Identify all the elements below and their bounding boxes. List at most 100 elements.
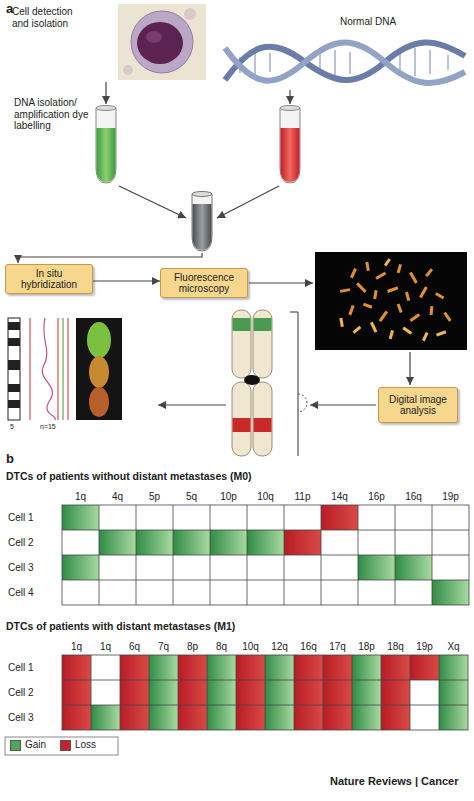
heatmap-m1	[207, 680, 236, 705]
ratio-profile	[89, 387, 109, 417]
metaphase-image	[402, 326, 412, 334]
column-header: 16q	[294, 641, 323, 653]
ratio-profile	[8, 360, 20, 370]
heatmap-m1	[352, 705, 381, 730]
legend-swatch	[10, 740, 21, 751]
heatmap-m1	[381, 680, 410, 705]
flow-arrow	[158, 404, 226, 405]
heatmap-m1	[120, 680, 149, 705]
heatmap-m1	[323, 680, 352, 705]
heatmap-m1	[149, 680, 178, 705]
dna-helix	[349, 52, 351, 74]
heatmap-m1	[178, 705, 207, 730]
chromosome-drawing	[233, 318, 251, 331]
row-label: Cell 2	[8, 537, 34, 549]
row-label: Cell 4	[8, 587, 34, 599]
metaphase-image	[370, 322, 377, 333]
process-box: In situ hybridization	[5, 264, 93, 294]
heatmap-m1	[178, 655, 207, 680]
heatmap-m1	[207, 705, 236, 730]
heatmap-m1	[352, 655, 381, 680]
heatmap-m1	[439, 655, 468, 680]
dna-helix	[399, 53, 401, 71]
ratio-profile	[87, 322, 111, 358]
credit-line: Nature Reviews | Cancer	[330, 775, 458, 788]
heatmap-m1	[410, 655, 411, 730]
cell-micrograph	[146, 31, 162, 43]
table-title: DTCs of patients without distant metasta…	[6, 470, 252, 482]
dna-helix	[429, 50, 431, 74]
heatmap-m1	[410, 655, 439, 680]
heatmap-m1	[352, 655, 353, 730]
heatmap-m1	[149, 705, 178, 730]
dna-helix	[447, 55, 449, 70]
mix-tube	[192, 192, 212, 252]
heatmap-m0	[62, 555, 99, 580]
ratio-profile	[68, 318, 69, 420]
mix-tube	[192, 194, 212, 251]
heatmap-m0	[62, 555, 469, 556]
metaphase-image	[397, 304, 403, 313]
column-header: 14q	[321, 491, 358, 503]
cell-micrograph	[118, 4, 206, 80]
heatmap-m1	[265, 655, 294, 680]
sample-tube	[96, 106, 116, 111]
heatmap-m0	[136, 505, 137, 605]
heatmap-m1	[294, 680, 323, 705]
heatmap-m1	[265, 655, 266, 730]
heatmap-m1	[265, 705, 294, 730]
dna-helix	[254, 52, 256, 74]
heatmap-m1	[91, 655, 92, 730]
box-text: Fluorescence microscopy	[165, 272, 243, 295]
heatmap-m0	[62, 580, 469, 581]
heatmap-m1	[323, 655, 352, 680]
column-header: 7q	[149, 641, 178, 653]
column-header: 8q	[207, 641, 236, 653]
heatmap-m1	[323, 655, 324, 730]
flow-arrow	[217, 186, 279, 218]
column-header: 17q	[323, 641, 352, 653]
metaphase-image	[405, 292, 410, 301]
heatmap-m0	[321, 505, 358, 530]
metaphase-image	[350, 268, 357, 278]
heatmap-m0	[173, 505, 174, 605]
column-header: 16p	[358, 491, 395, 503]
flow-arrow	[119, 186, 186, 218]
heatmap-m1	[294, 655, 323, 680]
metaphase-image	[373, 290, 378, 299]
column-header: 1q	[91, 641, 120, 653]
legend-swatch	[60, 740, 71, 751]
ratio-profile	[89, 356, 109, 388]
chromosome-number: 5	[10, 423, 14, 431]
heatmap-m0	[321, 505, 322, 605]
heatmap-m1	[236, 680, 265, 705]
heatmap-m1	[352, 680, 381, 705]
chromosome-drawing	[253, 310, 272, 378]
metaphase-image	[340, 262, 452, 322]
column-header: 19p	[410, 641, 439, 653]
column-header: 5p	[136, 491, 173, 503]
mix-tube	[193, 204, 212, 250]
flow-arrow	[249, 282, 313, 283]
reference-tube	[280, 106, 300, 184]
ratio-profile	[42, 318, 55, 420]
chromosome-drawing	[232, 382, 251, 456]
heatmap-m0	[284, 505, 285, 605]
heatmap-m1	[381, 655, 382, 730]
column-header: Xq	[439, 641, 468, 653]
metaphase-image	[315, 252, 467, 350]
heatmap-m0	[62, 505, 469, 605]
heatmap-m0	[247, 505, 248, 605]
heatmap-m1	[178, 655, 179, 730]
ratio-profile	[8, 384, 20, 392]
reference-tube	[280, 108, 300, 183]
flow-arrow	[93, 280, 160, 281]
column-header: 10p	[210, 491, 247, 503]
metaphase-image	[425, 268, 433, 277]
sample-tube	[96, 108, 116, 183]
metaphase-image	[409, 272, 418, 284]
heatmap-m0	[358, 555, 395, 580]
heatmap-m0	[358, 505, 359, 605]
chromosome-drawing	[232, 310, 251, 378]
dna-helix	[225, 43, 465, 83]
